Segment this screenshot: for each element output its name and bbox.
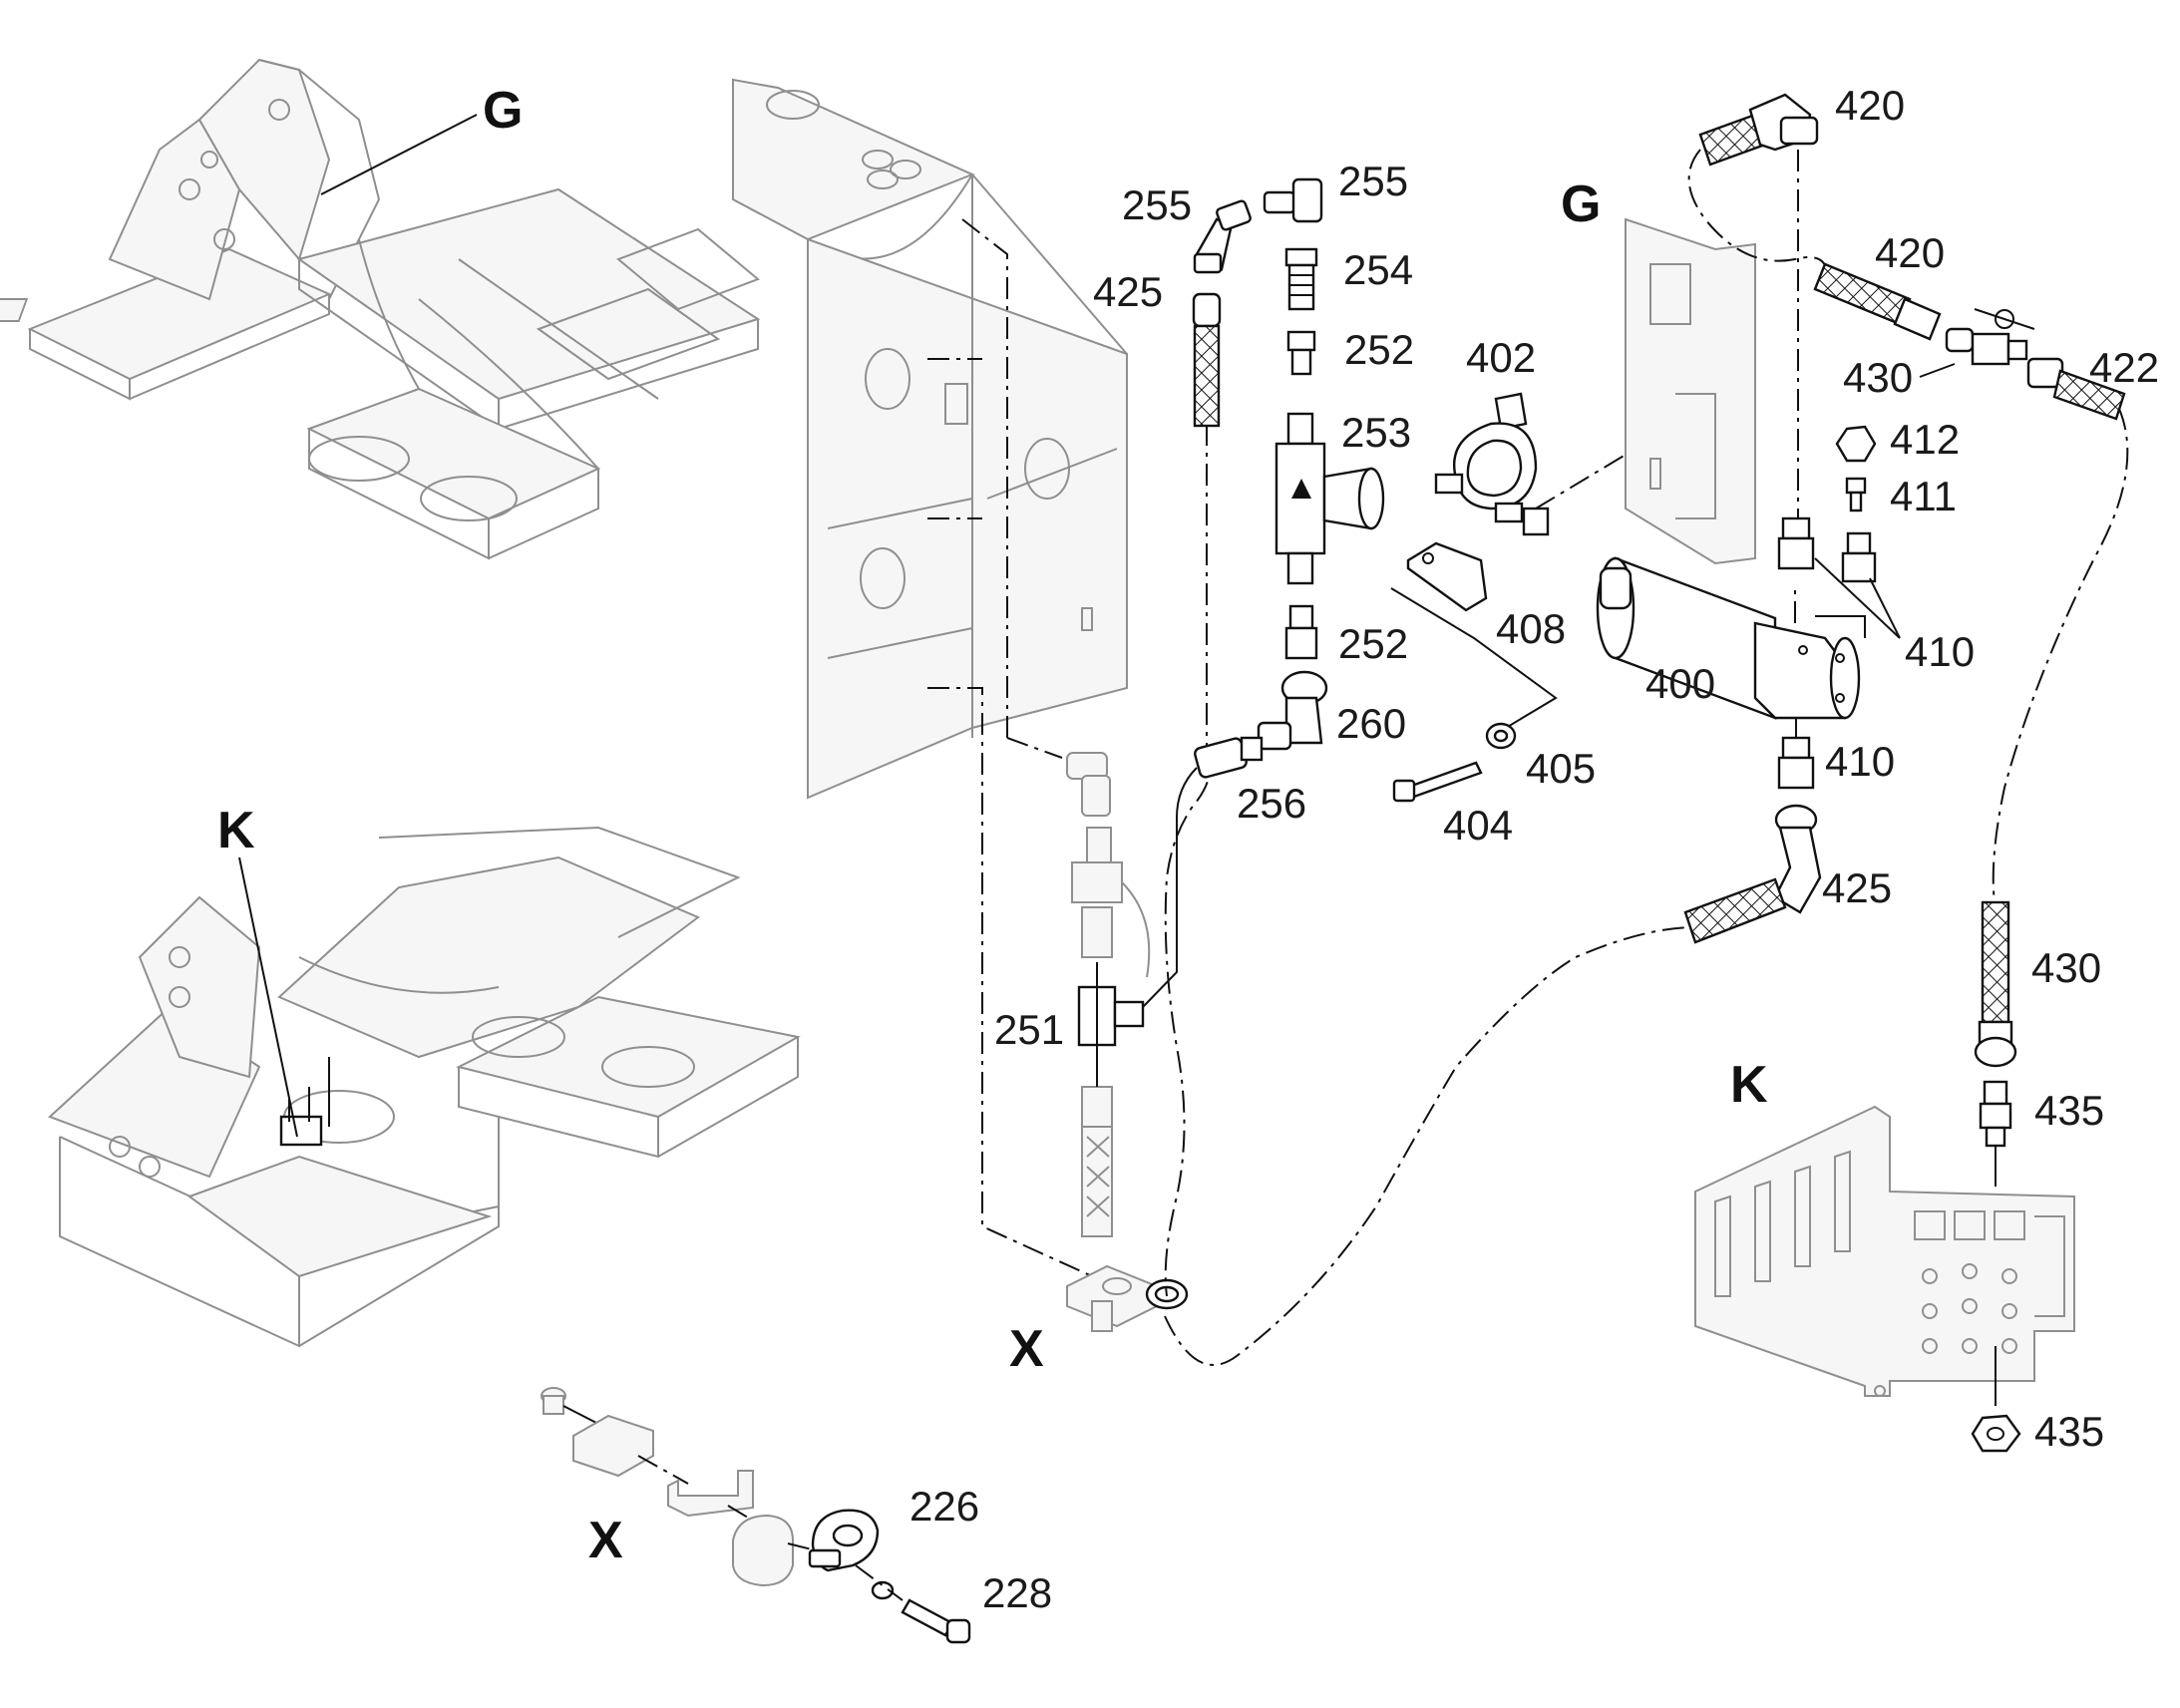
machine-frame-overview-top <box>0 58 761 560</box>
part-number-402: 402 <box>1466 334 1536 381</box>
part-number-405: 405 <box>1526 745 1596 792</box>
filter-mount-marker <box>279 1115 323 1147</box>
part-number-430-upper: 422 <box>2089 344 2159 391</box>
dash-line-tank-1 <box>961 218 1008 738</box>
part-number-228: 228 <box>982 1569 1052 1616</box>
hose-425-upper <box>1192 292 1222 428</box>
adapter-254 <box>1284 247 1318 311</box>
part-number-252-lower: 252 <box>1338 620 1408 667</box>
clamp-226 <box>808 1509 880 1572</box>
mounting-plate-K <box>1694 1105 2075 1397</box>
view-label-K-top: K <box>217 802 255 859</box>
fitting-411 <box>1845 477 1867 512</box>
clamp-402 <box>1434 392 1550 536</box>
elbow-fitting-260 <box>1257 670 1328 751</box>
part-number-420-lower: 420 <box>1875 229 1945 276</box>
hose-420-upper <box>1698 93 1819 167</box>
fitting-435-upper <box>1979 1080 2012 1148</box>
part-number-412: 412 <box>1890 416 1960 463</box>
leader-410-upper <box>1814 557 1901 639</box>
valve-assembly-ghost <box>1006 737 1151 1237</box>
fitting-410-upper <box>1777 516 1815 570</box>
part-number-435-lower: 435 <box>2034 1408 2104 1455</box>
machine-frame-overview-bottom <box>48 826 801 1348</box>
washer-228 <box>871 1580 895 1600</box>
plate-408 <box>1406 541 1488 612</box>
leader-bolt-bracket <box>1390 587 1558 729</box>
view-label-X-main: X <box>1009 1320 1044 1378</box>
part-number-256: 256 <box>1237 780 1306 827</box>
dash-line-hose-425 <box>1164 424 1211 1297</box>
leader-256-to-tee <box>1142 767 1198 1008</box>
view-label-K-detail: K <box>1730 1056 1768 1114</box>
nipple-252-upper <box>1286 330 1316 376</box>
leader-G-top <box>320 114 478 195</box>
leader-K-top <box>238 856 298 1138</box>
nut-435 <box>1971 1414 2021 1453</box>
nut-412 <box>1835 425 1877 463</box>
elbow-fitting-255-right <box>1263 177 1323 223</box>
part-number-251: 251 <box>994 1006 1064 1053</box>
hydraulic-tank <box>732 78 1128 800</box>
part-number-430-lower: 430 <box>2031 944 2101 991</box>
electric-pump-400 <box>1596 556 1861 720</box>
screw-228 <box>901 1598 971 1644</box>
part-number-404: 404 <box>1443 802 1513 849</box>
view-label-G-detail: G <box>1561 175 1601 233</box>
check-valve-422 <box>1945 308 2035 366</box>
part-number-255-right: 255 <box>1338 158 1408 204</box>
leader-422 <box>1919 363 1956 378</box>
tee-fitting-251 <box>1077 962 1145 1087</box>
part-number-253: 253 <box>1341 409 1411 456</box>
bolt-404 <box>1392 761 1483 803</box>
hose-430-upper <box>2026 357 2126 421</box>
dash-line-screw <box>855 1564 904 1601</box>
fitting-410-right <box>1841 531 1877 583</box>
part-number-410-lower: 410 <box>1825 738 1895 785</box>
part-number-254: 254 <box>1343 246 1413 293</box>
washer-405 <box>1485 722 1517 750</box>
dash-line-return <box>1164 926 1696 1366</box>
part-number-410-upper: 410 <box>1905 628 1975 675</box>
nipple-252-lower <box>1284 604 1318 660</box>
dash-line-clamp-to-plate <box>1535 448 1636 510</box>
part-number-400: 400 <box>1645 660 1715 707</box>
dash-line-tank-2 <box>927 687 1093 1277</box>
view-label-G-top: G <box>483 82 523 140</box>
part-number-411: 411 <box>1890 473 1957 519</box>
fitting-410-lower <box>1777 736 1815 790</box>
part-number-420-upper: 420 <box>1835 82 1905 129</box>
hose-425-lower <box>1683 804 1822 944</box>
part-number-425-upper: 425 <box>1093 268 1163 315</box>
part-number-260: 260 <box>1336 700 1406 747</box>
mounting-bracket-G <box>1625 217 1756 565</box>
view-label-X-detail: X <box>588 1512 623 1569</box>
leader-410-pump <box>1815 615 1866 638</box>
part-number-226: 226 <box>909 1483 979 1530</box>
part-number-422: 430 <box>1843 354 1913 401</box>
dash-line-430 <box>1992 408 2129 903</box>
part-number-425-lower: 425 <box>1822 864 1892 911</box>
part-number-252-upper: 252 <box>1344 326 1414 373</box>
clamp-exploded-X <box>541 1387 817 1587</box>
nut-256 <box>1194 736 1264 779</box>
part-number-255-left: 255 <box>1122 181 1192 228</box>
clamp-bracket-X <box>1066 1264 1189 1332</box>
part-number-408: 408 <box>1496 605 1566 652</box>
part-number-435-upper: 435 <box>2034 1087 2104 1134</box>
valve-block-253 <box>1274 412 1385 585</box>
hose-420-lower <box>1813 262 1942 341</box>
dash-line-420-a <box>1687 149 1828 290</box>
hose-430-lower <box>1974 900 2017 1068</box>
elbow-fitting-255-left <box>1193 199 1252 274</box>
